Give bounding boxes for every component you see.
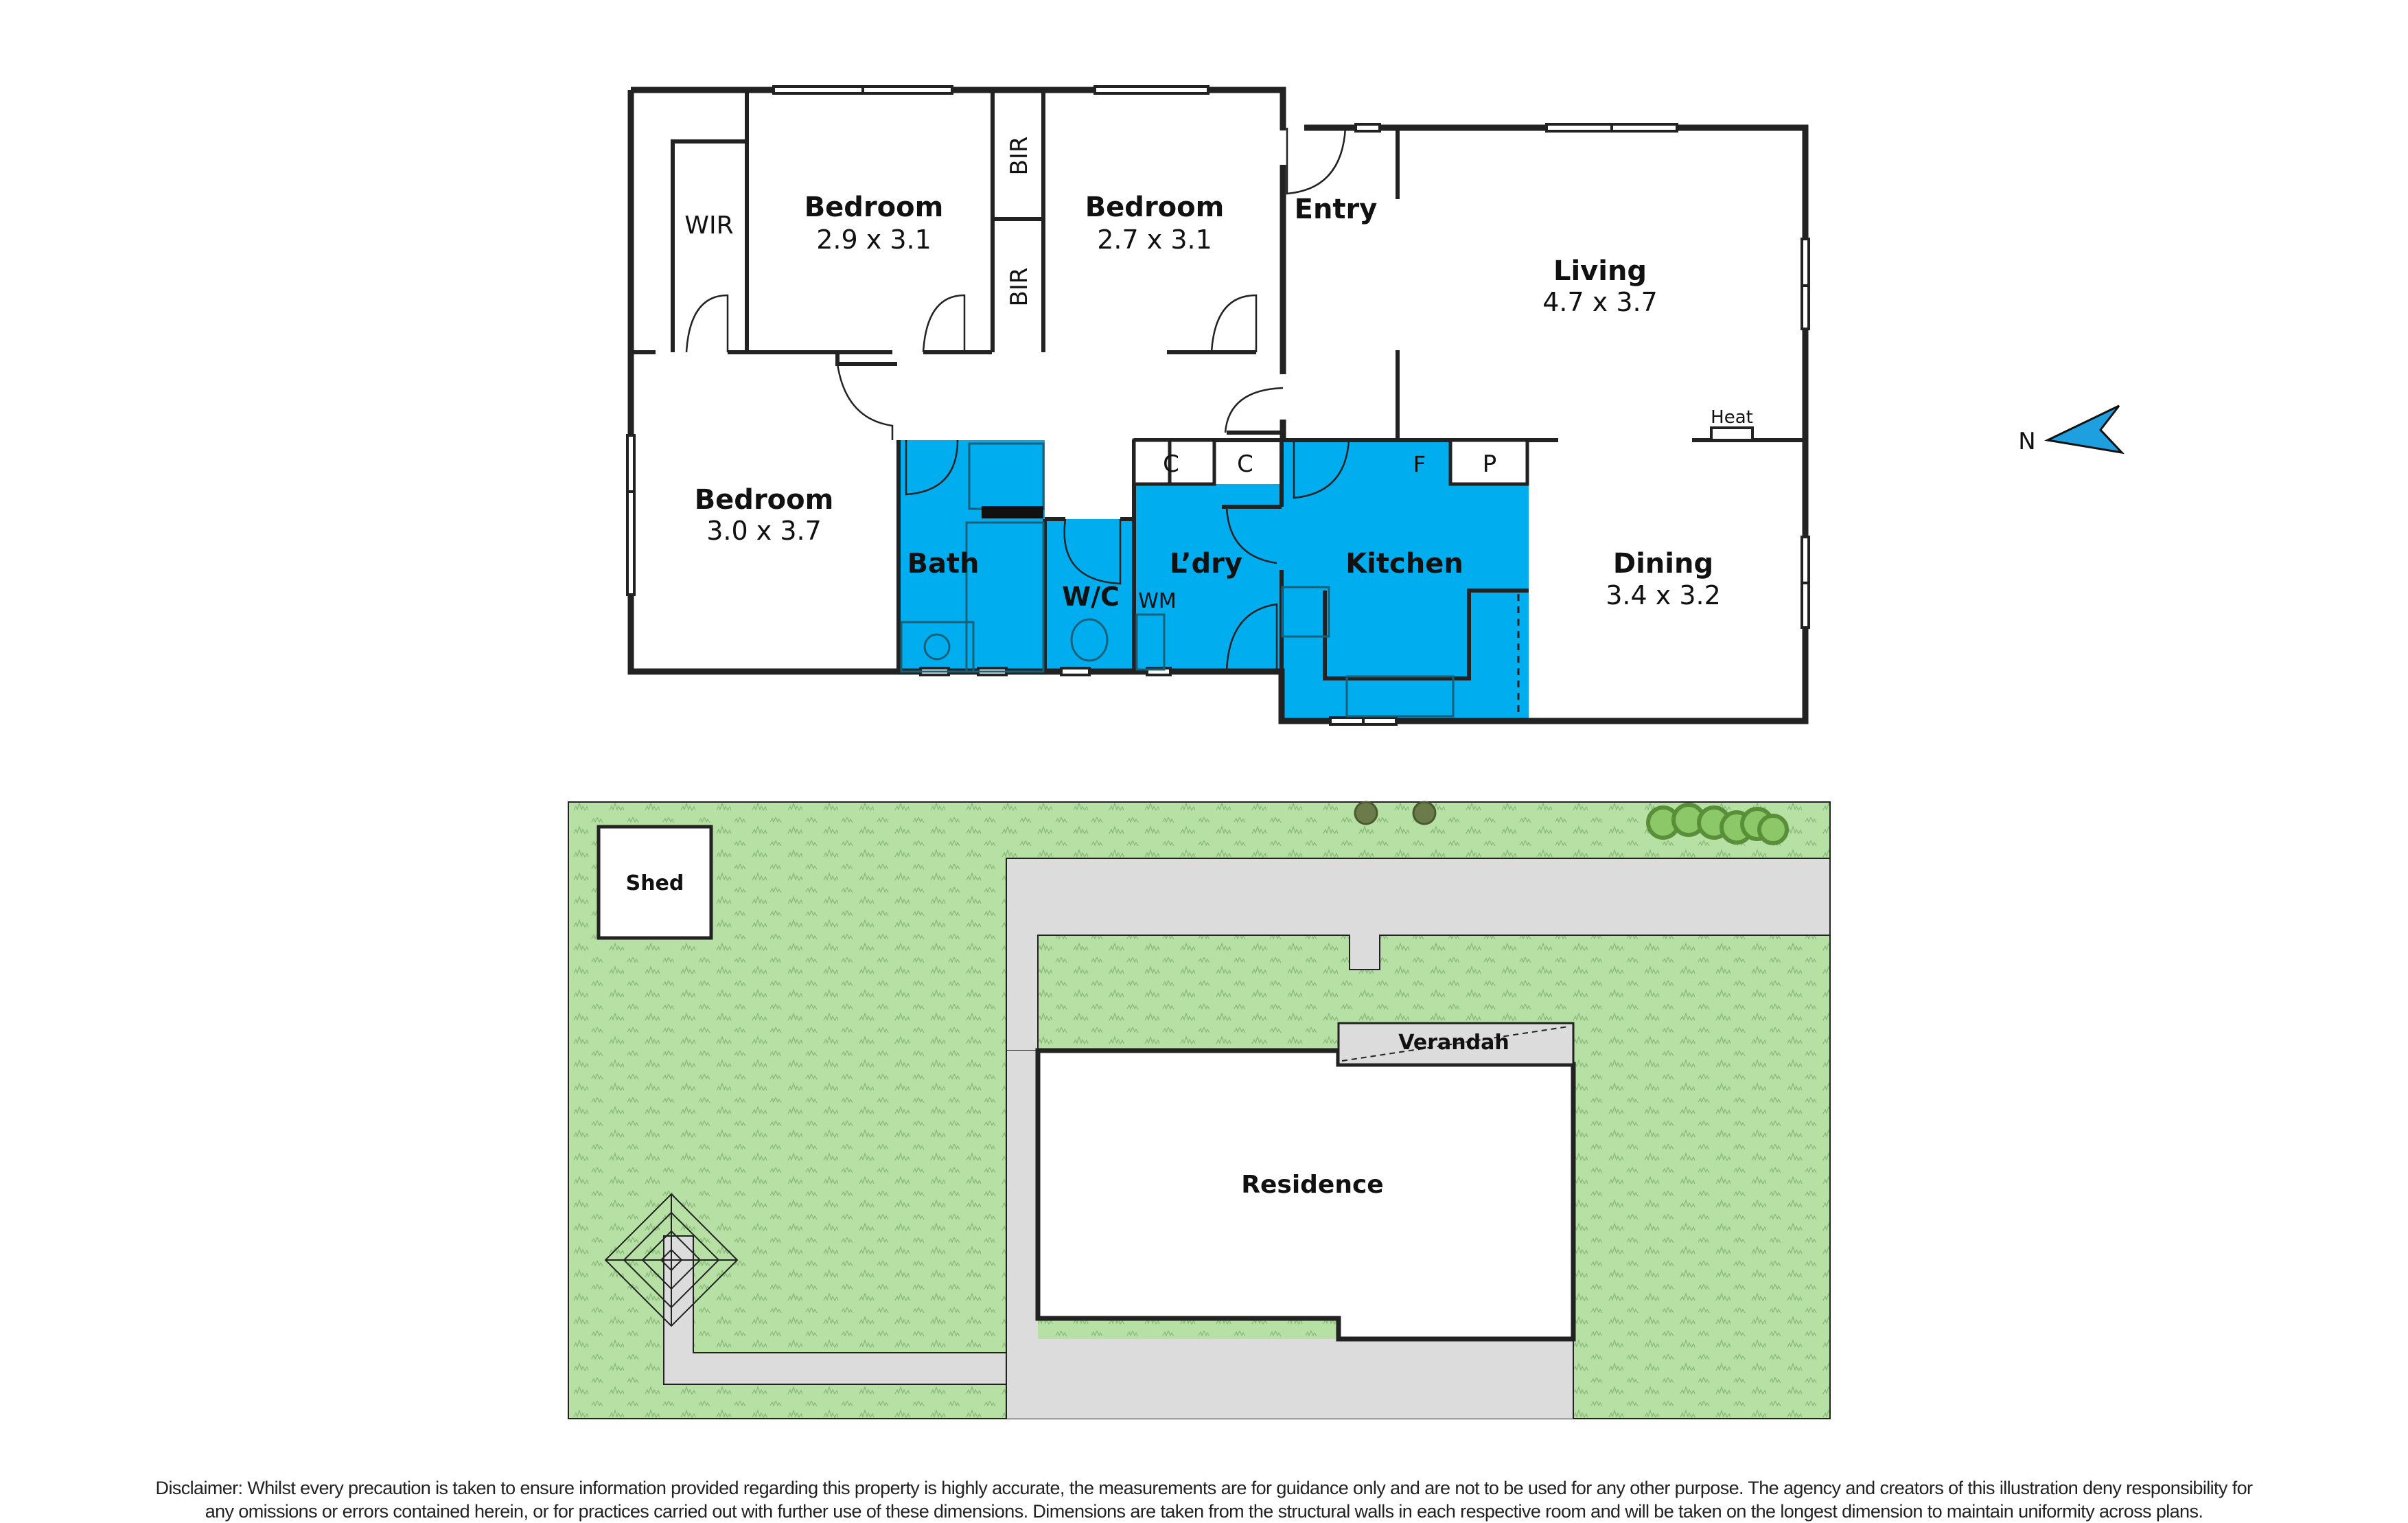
room-label-dining: Dining [1613,548,1713,580]
cupboards [1132,438,1529,486]
fridge-label: F [1413,451,1426,477]
washing-machine-label: WM [1138,589,1177,613]
disclaimer: Disclaimer: Whilst every precaution is t… [0,1476,2408,1523]
shed [597,825,713,940]
room-label-bir-1: BIR [1006,137,1033,176]
room-label-bedroom-3: Bedroom [695,484,834,516]
room-dims-bedroom-1: 2.9 x 3.1 [816,225,931,255]
pantry-label: P [1483,450,1497,478]
shed-label: Shed [626,871,684,895]
stove-icon [1281,586,1330,638]
garden-feature-icon [604,1193,739,1327]
sink-icon [1345,675,1455,718]
disclaimer-line-2: any omissions or errors contained herein… [205,1501,2203,1522]
room-label-kitchen: Kitchen [1345,548,1463,580]
disclaimer-line-1: Disclaimer: Whilst every precaution is t… [155,1478,2254,1498]
tree-icon [1354,801,1378,825]
shrub-icon [1757,814,1789,845]
washing-machine-icon [1135,613,1166,671]
bath-area [899,440,1045,672]
room-label-laundry: L’dry [1170,548,1242,580]
laundry-area [1134,484,1282,672]
trees [1354,801,1789,845]
room-dims-living: 4.7 x 3.7 [1542,287,1658,317]
door-swings [685,127,1350,672]
north-label: N [2018,428,2035,455]
room-dims-bedroom-3: 3.0 x 3.7 [706,516,822,546]
room-label-living: Living [1553,255,1647,287]
north-arrow-icon [2044,404,2125,455]
room-dims-bedroom-2: 2.7 x 3.1 [1097,225,1212,255]
residence-label: Residence [1241,1171,1383,1199]
bathtub-icon [965,521,1045,673]
room-label-wir: WIR [684,211,733,240]
dining-floor [1529,440,1805,721]
cupboard-label-1: C [1163,450,1179,478]
room-label-bir-2: BIR [1006,268,1033,307]
room-label-bedroom-1: Bedroom [804,192,944,223]
tree-icon [1412,801,1437,825]
north-compass: N [2018,404,2125,455]
floor-plan: WIR Bedroom 2.9 x 3.1 BIR BIR Bedroom 2.… [626,85,1810,726]
heater-label: Heat [1711,407,1753,428]
wc-area [1045,519,1134,672]
vanity-icon [900,621,975,673]
room-dims-dining: 3.4 x 3.2 [1606,580,1721,610]
cupboard-label-2: C [1237,450,1253,478]
toilet-icon [1070,618,1109,662]
site-plan: Residence Verandah Shed [568,801,1831,1419]
verandah-label: Verandah [1398,1031,1509,1055]
room-label-bedroom-2: Bedroom [1085,192,1225,223]
heater-icon [1710,426,1754,442]
garden-path [663,1235,1007,1385]
room-label-bath: Bath [907,548,979,580]
room-label-wc: W/C [1062,582,1120,612]
bath-partition [982,506,1043,518]
verandah [1337,1022,1575,1066]
room-label-entry: Entry [1295,194,1378,225]
